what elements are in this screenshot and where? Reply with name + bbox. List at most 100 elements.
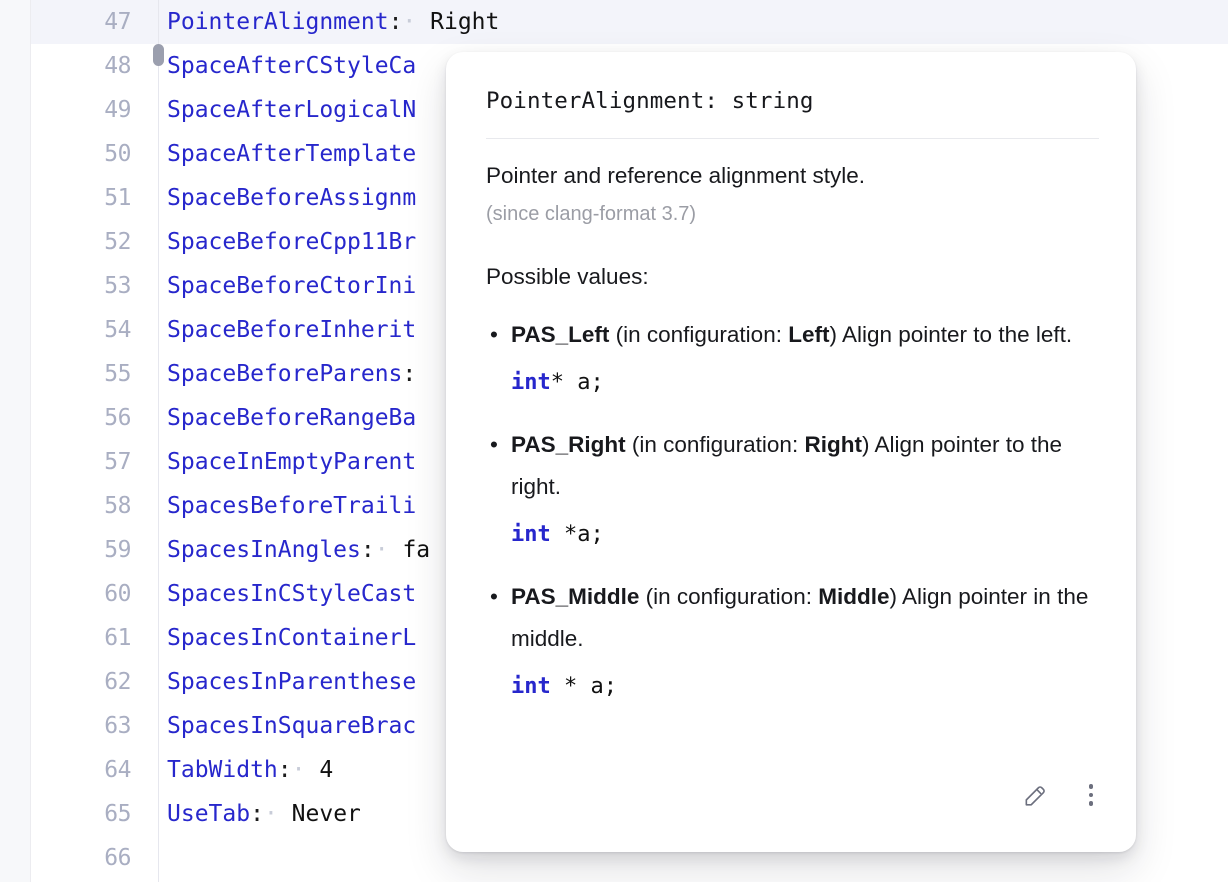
code-line-text[interactable]: SpaceBeforeCtorIni [167, 264, 416, 308]
whitespace-dot: · [374, 537, 389, 563]
code-line[interactable]: 48 SpaceAfterCStyleCa [0, 44, 1228, 88]
line-number[interactable]: 59 [104, 537, 131, 563]
code-line[interactable]: 64 TabWidth:· 4 [0, 748, 1228, 792]
code-line-text[interactable]: SpacesInContainerL [167, 616, 416, 660]
line-number[interactable]: 51 [104, 185, 131, 211]
config-prefix-text: (in configuration: [639, 584, 819, 609]
code-token-colon: : [277, 757, 292, 783]
code-line[interactable]: 61 SpacesInContainerL [0, 616, 1228, 660]
line-number[interactable]: 62 [104, 669, 131, 695]
code-token-value: fa [388, 537, 431, 563]
code-line-text[interactable]: SpacesInCStyleCast [167, 572, 416, 616]
code-line-text[interactable]: TabWidth:· 4 [167, 748, 333, 792]
code-line[interactable]: 47 PointerAlignment:· Right [0, 0, 1228, 44]
code-token-colon: : [402, 361, 417, 387]
line-number[interactable]: 57 [104, 449, 131, 475]
code-line-text[interactable]: SpaceBeforeRangeBa [167, 396, 416, 440]
code-token-key: PointerAlignment [167, 9, 389, 35]
code-line[interactable]: 65 UseTab:· Never [0, 792, 1228, 836]
line-number[interactable]: 64 [104, 757, 131, 783]
whitespace-dot: · [263, 801, 278, 827]
code-line-text[interactable]: SpaceBeforeInherit [167, 308, 416, 352]
popup-since-version: (since clang-format 3.7) [486, 203, 697, 225]
code-line-text[interactable]: SpaceBeforeCpp11Br [167, 220, 416, 264]
editor-marker-strip[interactable] [0, 0, 31, 882]
code-line-text[interactable]: SpaceBeforeParens: [167, 352, 416, 396]
possible-value-item: PAS_Left (in configuration: Left) Align … [486, 314, 1098, 400]
code-token-key: SpacesBeforeTraili [167, 493, 417, 519]
code-line[interactable]: 55 SpaceBeforeParens: [0, 352, 1228, 396]
code-line-text[interactable]: SpaceAfterCStyleCa [167, 44, 416, 88]
code-token-key: SpacesInSquareBrac [167, 713, 417, 739]
whitespace-dot: · [291, 757, 306, 783]
line-number[interactable]: 58 [104, 493, 131, 519]
line-number[interactable]: 50 [104, 141, 131, 167]
gutter-drag-handle[interactable] [153, 44, 164, 66]
line-number[interactable]: 52 [104, 229, 131, 255]
code-line[interactable]: 53 SpaceBeforeCtorIni [0, 264, 1228, 308]
line-number[interactable]: 56 [104, 405, 131, 431]
current-line-highlight [31, 0, 1228, 44]
code-token-key: SpaceInEmptyParent [167, 449, 417, 475]
possible-value-name: PAS_Left [511, 322, 610, 347]
code-line[interactable]: 60 SpacesInCStyleCast [0, 572, 1228, 616]
code-line[interactable]: 50 SpaceAfterTemplate [0, 132, 1228, 176]
code-line-text[interactable]: SpacesInParenthese [167, 660, 416, 704]
line-number[interactable]: 48 [104, 53, 131, 79]
code-line[interactable]: 52 SpaceBeforeCpp11Br [0, 220, 1228, 264]
code-token-key: SpacesInAngles [167, 537, 361, 563]
pencil-icon [1022, 782, 1048, 808]
code-line-text[interactable]: SpaceInEmptyParent [167, 440, 416, 484]
code-line[interactable]: 57 SpaceInEmptyParent [0, 440, 1228, 484]
config-suffix-text: ) Align pointer in the middle. [511, 584, 1089, 651]
possible-value-description: PAS_Middle (in configuration: Middle) Al… [486, 576, 1098, 660]
more-vertical-icon [1088, 784, 1094, 806]
line-number[interactable]: 66 [104, 845, 131, 871]
config-value-name: Right [804, 432, 862, 457]
code-line[interactable]: 51 SpaceBeforeAssignm [0, 176, 1228, 220]
line-number[interactable]: 54 [104, 317, 131, 343]
code-line-text[interactable]: SpaceAfterTemplate [167, 132, 416, 176]
popup-summary: Pointer and reference alignment style. [486, 163, 865, 188]
more-options-button[interactable] [1076, 780, 1106, 810]
config-prefix-text: (in configuration: [609, 322, 789, 347]
line-number[interactable]: 55 [104, 361, 131, 387]
code-token-key: SpacesInCStyleCast [167, 581, 417, 607]
possible-value-description: PAS_Left (in configuration: Left) Align … [486, 314, 1098, 356]
code-line-text[interactable]: SpaceBeforeAssignm [167, 176, 416, 220]
code-line[interactable]: 66 [0, 836, 1228, 880]
code-line[interactable]: 63 SpacesInSquareBrac [0, 704, 1228, 748]
code-line-text[interactable]: UseTab:· Never [167, 792, 361, 836]
config-suffix-text: ) Align pointer to the left. [829, 322, 1073, 347]
code-token-value: Never [277, 801, 361, 827]
edit-pencil-button[interactable] [1020, 780, 1050, 810]
config-value-name: Left [788, 322, 830, 347]
line-number[interactable]: 47 [104, 9, 131, 35]
code-token-colon: : [250, 801, 264, 827]
line-number[interactable]: 63 [104, 713, 131, 739]
code-line-text[interactable]: SpaceAfterLogicalN [167, 88, 416, 132]
line-number[interactable]: 60 [104, 581, 131, 607]
code-line[interactable]: 54 SpaceBeforeInherit [0, 308, 1228, 352]
line-number[interactable]: 61 [104, 625, 131, 651]
documentation-popup[interactable]: PointerAlignment: string Pointer and ref… [446, 52, 1136, 852]
code-line[interactable]: 59 SpacesInAngles:· fa [0, 528, 1228, 572]
code-line[interactable]: 58 SpacesBeforeTraili [0, 484, 1228, 528]
code-token-colon: : [388, 9, 403, 35]
code-line-text[interactable]: SpacesInSquareBrac [167, 704, 416, 748]
code-line[interactable]: 56 SpaceBeforeRangeBa [0, 396, 1228, 440]
line-number[interactable]: 53 [104, 273, 131, 299]
code-line[interactable]: 49 SpaceAfterLogicalN [0, 88, 1228, 132]
code-line-text[interactable]: PointerAlignment:· Right [167, 0, 499, 44]
code-line-text[interactable]: SpacesBeforeTraili [167, 484, 416, 528]
code-line-text[interactable]: SpacesInAngles:· fa [167, 528, 430, 572]
code-token-key: SpaceAfterTemplate [167, 141, 417, 167]
code-token-value: 4 [305, 757, 334, 783]
code-token-key: SpaceBeforeParens [167, 361, 403, 387]
code-line[interactable]: 62 SpacesInParenthese [0, 660, 1228, 704]
line-number[interactable]: 49 [104, 97, 131, 123]
line-number[interactable]: 65 [104, 801, 131, 827]
code-sample-rest: * a; [550, 674, 617, 699]
code-token-key: SpacesInParenthese [167, 669, 417, 695]
